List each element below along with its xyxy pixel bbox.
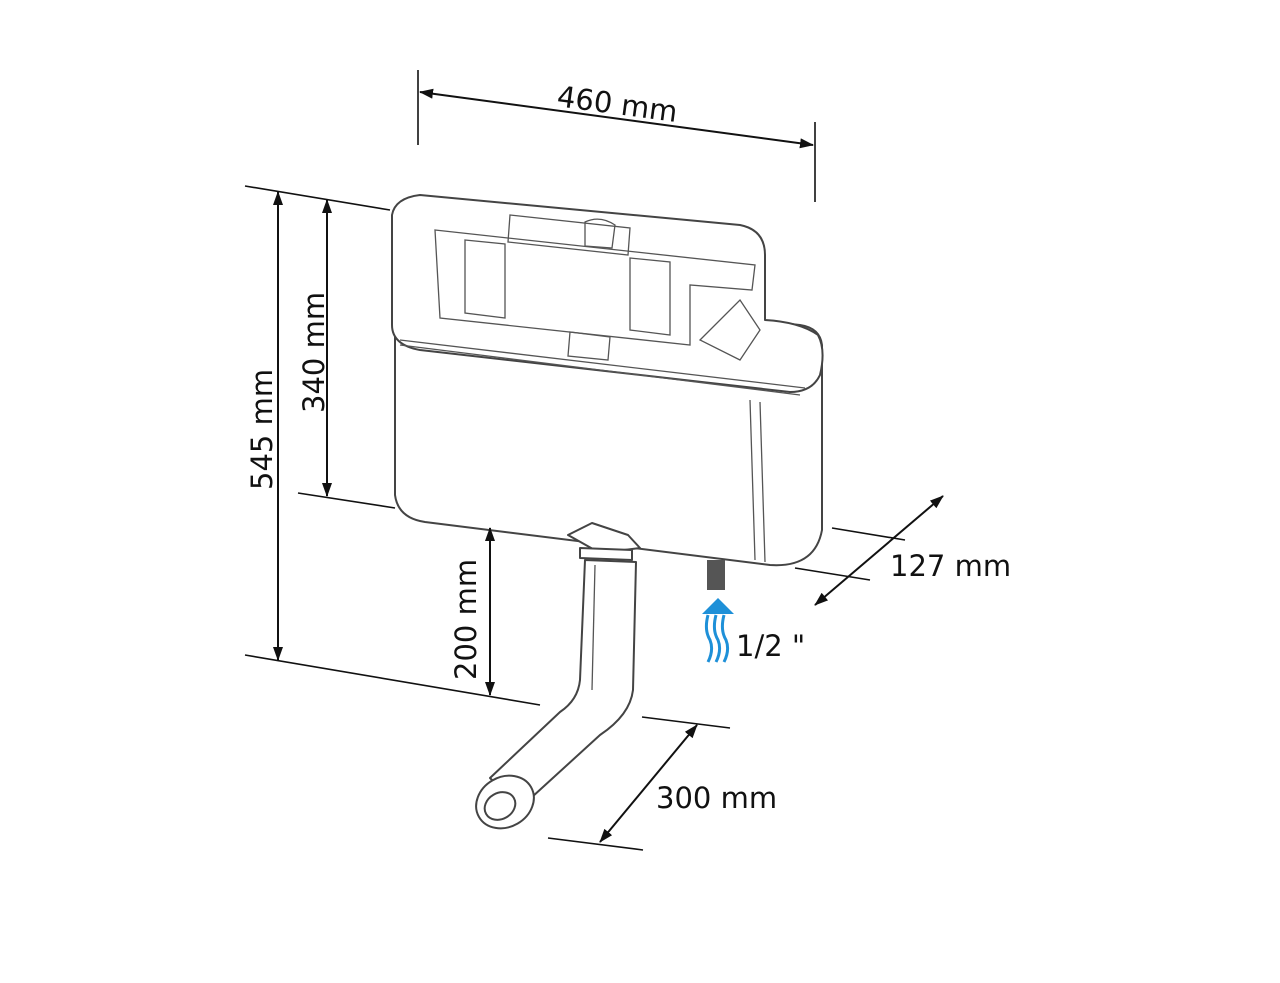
outlet-drop-label: 200 mm xyxy=(449,559,483,680)
pipe-offset-label: 300 mm xyxy=(656,781,777,815)
depth-label: 127 mm xyxy=(890,549,1011,583)
dimension-tank-height: 340 mm xyxy=(297,199,396,509)
width-label: 460 mm xyxy=(555,79,680,129)
water-inlet-arrow-icon xyxy=(702,598,734,663)
cistern-illustration xyxy=(391,194,824,830)
tank-height-label: 340 mm xyxy=(297,292,331,413)
dimension-width: 460 mm xyxy=(417,70,816,202)
dimension-outlet-drop: 200 mm xyxy=(449,527,495,696)
inlet-fitting xyxy=(707,560,725,590)
dimension-depth: 127 mm xyxy=(794,495,1011,606)
dimension-pipe-offset: 300 mm xyxy=(547,716,777,851)
inlet-size-label: 1/2 " xyxy=(736,629,805,663)
total-height-label: 545 mm xyxy=(245,369,279,490)
dimension-total-height: 545 mm xyxy=(244,185,541,706)
